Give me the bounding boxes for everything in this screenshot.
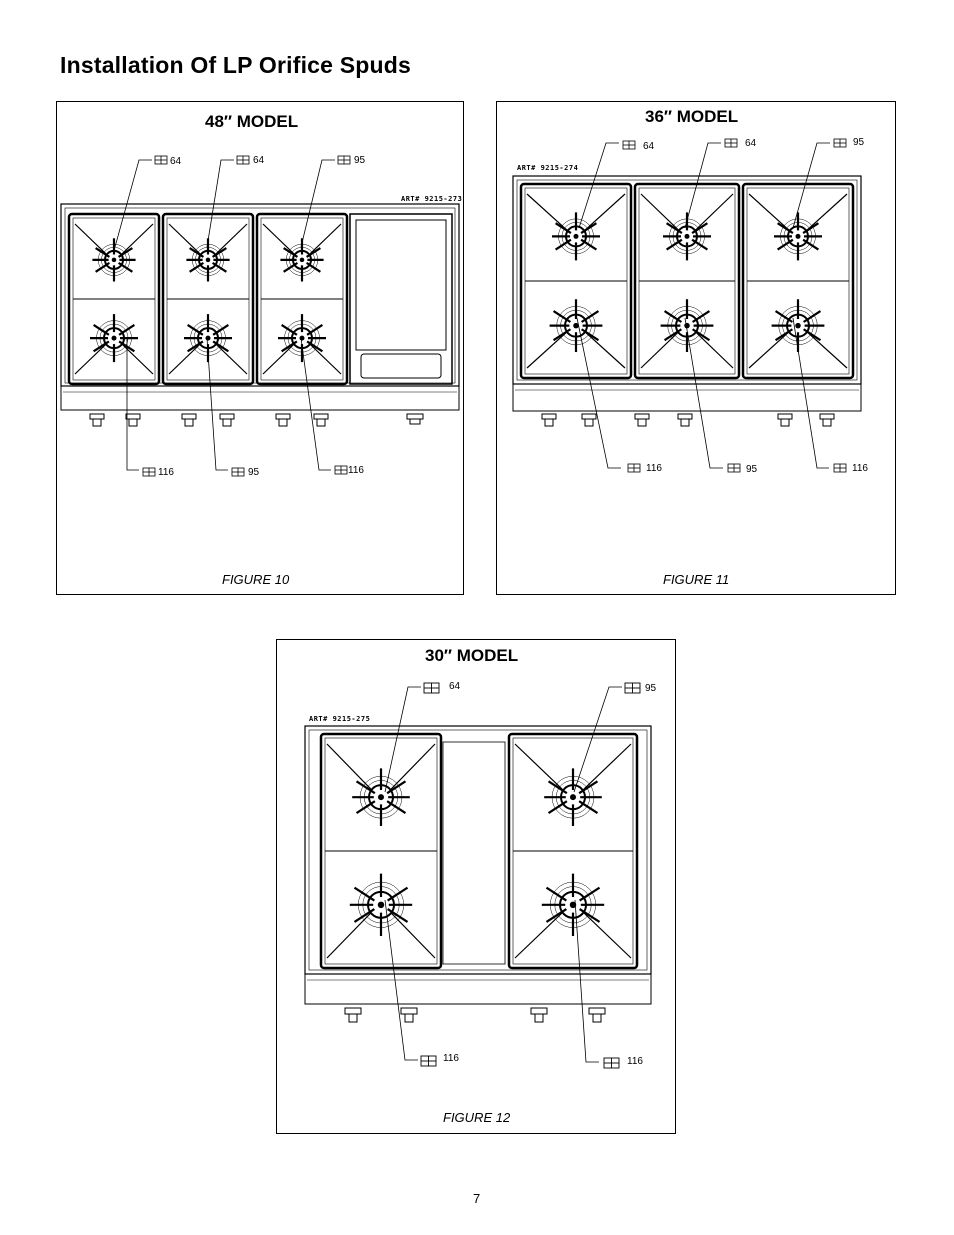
- burner: [771, 299, 825, 353]
- burner: [541, 873, 605, 937]
- figure-11-panel: 36″ MODEL ART# 9215-274: [496, 101, 896, 595]
- figure-10-part-label: 116: [158, 467, 174, 478]
- figure-11-caption: FIGURE 11: [663, 572, 730, 587]
- figure-10-art-number: ART# 9215-273: [401, 195, 463, 203]
- burner: [352, 768, 410, 826]
- figure-10-heading: 48″ MODEL: [205, 112, 299, 131]
- figure-11-part-label: 95: [853, 137, 865, 148]
- figure-11-part-label: 95: [746, 464, 758, 475]
- figure-10-part-label: 95: [248, 467, 260, 478]
- fig12-burner-modules: [319, 732, 639, 970]
- burner: [90, 314, 138, 363]
- figure-10-part-label: 64: [253, 155, 265, 166]
- figure-12-heading: 30″ MODEL: [425, 646, 519, 665]
- figure-12-part-label: 116: [627, 1056, 643, 1067]
- figure-11-part-label: 64: [745, 138, 757, 149]
- burner: [774, 212, 822, 261]
- figure-10-caption: FIGURE 10: [222, 572, 290, 587]
- figure-11-part-label: 64: [643, 141, 655, 152]
- fig12-knobs: [344, 1007, 606, 1023]
- burner: [663, 212, 711, 261]
- burner: [549, 299, 603, 353]
- figure-12-cooktop-diagram: [304, 682, 652, 1069]
- figure-10-cooktop-diagram: [60, 155, 460, 477]
- burner-module: [507, 732, 639, 970]
- figure-11-art-number: ART# 9215-274: [517, 164, 579, 172]
- figure-12-caption: FIGURE 12: [443, 1110, 511, 1125]
- burner: [280, 238, 324, 282]
- figure-12-part-label: 116: [443, 1053, 459, 1064]
- page-number: 7: [473, 1191, 481, 1206]
- figure-11-part-label: 116: [852, 463, 868, 474]
- figure-12-art-number: ART# 9215-275: [309, 715, 371, 723]
- burner-module: [319, 732, 443, 970]
- fig11-part-icons: [622, 138, 847, 473]
- burner-module: [741, 182, 855, 380]
- burner-module: [67, 212, 161, 386]
- figure-12-part-label: 64: [449, 681, 461, 692]
- page-title: Installation Of LP Orifice Spuds: [60, 52, 412, 78]
- figure-10-part-label: 95: [354, 155, 366, 166]
- burner-module: [161, 212, 255, 386]
- fig11-knobs: [541, 413, 835, 427]
- burner: [552, 212, 600, 261]
- figure-10-part-label: 64: [170, 156, 182, 167]
- burner: [184, 314, 232, 363]
- burner: [186, 238, 230, 282]
- burner: [92, 238, 136, 282]
- burner: [544, 768, 602, 826]
- figure-12-part-label: 95: [645, 683, 657, 694]
- figure-12-panel: 30″ MODEL ART# 9215-275 64: [276, 639, 676, 1134]
- burner-module: [519, 182, 633, 380]
- burner-module: [633, 182, 741, 380]
- burner: [278, 314, 326, 363]
- fig12-part-icons: [420, 682, 641, 1069]
- fig10-knobs: [89, 413, 424, 427]
- fig10-burner-modules: [67, 212, 349, 386]
- burner: [349, 873, 413, 937]
- fig11-burner-modules: [519, 182, 855, 380]
- burner: [660, 299, 714, 353]
- burner-module: [255, 212, 349, 386]
- figure-11-part-label: 116: [646, 463, 662, 474]
- figure-11-heading: 36″ MODEL: [645, 107, 739, 126]
- figure-10-panel: 48″ MODEL ART# 9215-273: [56, 101, 464, 595]
- fig10-part-icons: [142, 155, 351, 477]
- figure-11-cooktop-diagram: [512, 138, 862, 473]
- figure-10-part-label: 116: [348, 465, 364, 476]
